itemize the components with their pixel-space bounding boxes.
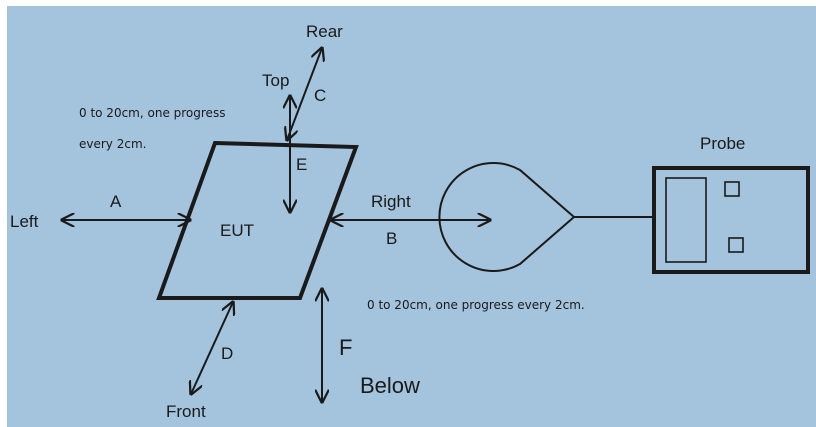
label-c: C [314,86,326,105]
label-rear: Rear [306,22,343,41]
eut-box [156,140,359,300]
probe-loop [438,162,576,272]
note-bottom: 0 to 20cm, one progress every 2cm. [367,298,585,312]
arrow-d-front [191,302,233,394]
label-eut: EUT [220,221,254,240]
label-b: B [386,229,397,248]
label-d: D [221,344,233,363]
label-right: Right [371,192,411,211]
note-top-line1: 0 to 20cm, one progress [79,106,225,120]
label-a: A [110,192,122,211]
label-front: Front [166,402,206,421]
probe-button-top [724,181,740,197]
label-f: F [339,335,352,360]
arrow-c-rear [287,48,322,140]
probe-instrument [652,166,810,274]
label-top: Top [262,71,289,90]
probe-display [665,177,707,263]
probe-button-bottom [728,237,744,253]
label-e: E [296,155,307,174]
diagram-background [7,6,816,427]
label-below: Below [360,373,420,398]
label-left: Left [10,212,39,231]
label-probe: Probe [700,134,745,153]
note-top-line2: every 2cm. [79,137,146,151]
